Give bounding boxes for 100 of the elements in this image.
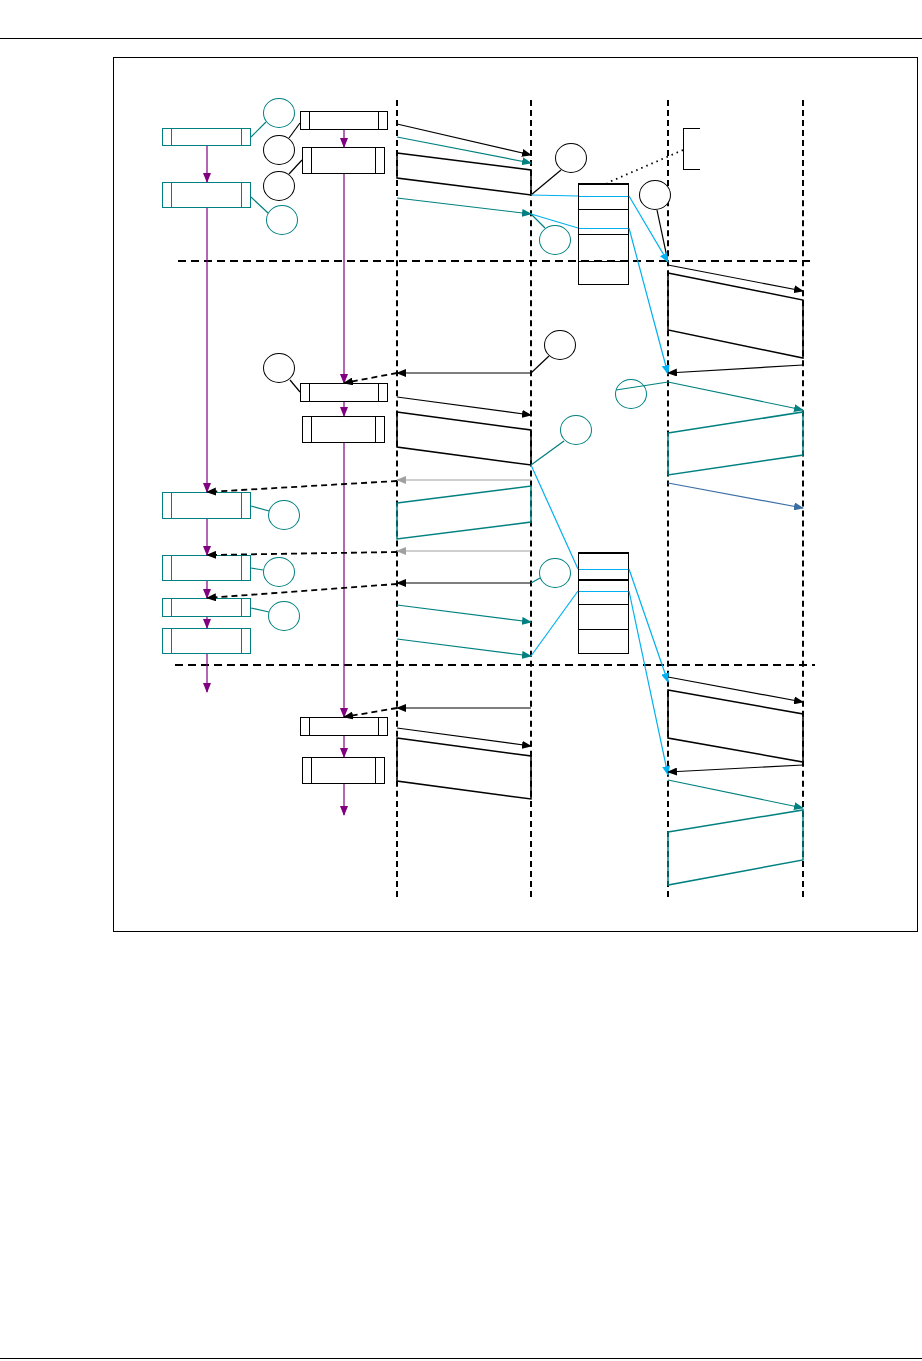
leader-line — [530, 194, 579, 197]
arrow — [206, 583, 398, 602]
arrow — [628, 590, 671, 776]
arrow — [203, 616, 211, 629]
leader-line — [530, 590, 579, 657]
leader-line — [530, 440, 565, 466]
leader-line — [530, 577, 541, 584]
data-block — [668, 810, 803, 885]
arrow — [203, 580, 211, 599]
arrow — [628, 568, 669, 683]
arrow — [667, 676, 804, 705]
leader-line — [250, 196, 269, 214]
callout-circle — [266, 205, 298, 235]
process-box — [162, 128, 251, 146]
arrow — [203, 518, 211, 556]
process-box — [300, 383, 388, 402]
lifeline — [396, 100, 398, 897]
data-block — [668, 690, 803, 762]
arrow — [340, 442, 348, 718]
arrow — [667, 764, 804, 776]
arrow — [667, 381, 804, 413]
arrow — [396, 123, 532, 157]
register-stack — [578, 552, 629, 654]
arrow — [396, 704, 532, 712]
arrow — [396, 369, 532, 377]
data-block — [668, 273, 803, 358]
arrow — [396, 476, 532, 484]
leader-line — [530, 464, 579, 570]
callout-circle — [268, 500, 300, 530]
data-block — [397, 153, 531, 195]
callout-circle — [263, 135, 295, 165]
process-box — [300, 717, 388, 736]
callout-circle — [555, 143, 587, 173]
callout-circle — [263, 98, 295, 128]
leader-line — [530, 169, 562, 196]
arrow — [206, 550, 398, 559]
callout-circle — [639, 180, 671, 210]
process-box — [162, 555, 251, 581]
callout-circle — [544, 330, 576, 360]
process-box — [302, 416, 385, 443]
arrow — [396, 547, 532, 555]
arrow — [667, 482, 804, 511]
leader-line — [615, 381, 669, 391]
arrow — [667, 364, 804, 377]
data-block — [397, 738, 531, 799]
arrow — [340, 783, 348, 816]
arrow — [396, 604, 532, 625]
arrow — [628, 227, 670, 375]
arrow — [343, 372, 398, 386]
arrow — [340, 173, 348, 384]
arrow — [396, 579, 532, 587]
callout-circle — [539, 558, 571, 588]
callout-circle — [263, 171, 295, 201]
leader-line — [530, 213, 579, 229]
leader-line — [250, 505, 270, 512]
arrow — [340, 401, 348, 417]
leader-line — [656, 209, 669, 263]
arrow — [396, 727, 532, 749]
bracket — [683, 128, 700, 170]
arrow — [396, 197, 532, 217]
lifeline — [802, 100, 804, 897]
arrow — [396, 396, 532, 418]
arrow — [203, 207, 211, 493]
arrow — [667, 264, 804, 294]
arrow — [340, 735, 348, 758]
leader-line — [289, 379, 301, 393]
register-stack — [578, 183, 629, 285]
arrow — [667, 779, 804, 811]
arrow — [396, 638, 532, 659]
leader-line — [530, 355, 550, 374]
leader-line — [250, 567, 264, 571]
lifeline — [530, 100, 532, 897]
data-block — [397, 412, 531, 465]
leader-line — [288, 159, 303, 175]
data-block — [397, 486, 531, 539]
process-box — [162, 492, 251, 519]
process-box — [300, 111, 388, 130]
process-box — [302, 757, 385, 784]
leader-line — [288, 122, 301, 139]
process-box — [162, 598, 251, 617]
arrow — [340, 129, 348, 148]
process-box — [162, 182, 251, 208]
leader-line — [250, 607, 270, 613]
process-box — [302, 147, 385, 174]
callout-circle — [560, 415, 592, 445]
callout-circle — [615, 379, 647, 409]
arrow — [628, 195, 669, 263]
callout-circle — [263, 353, 295, 383]
leader-line — [250, 121, 267, 138]
data-block — [668, 412, 803, 475]
arrow — [203, 653, 211, 693]
callout-circle — [268, 601, 300, 631]
arrow — [203, 145, 211, 183]
process-box — [162, 628, 251, 654]
callout-circle — [263, 557, 295, 587]
leader-line — [530, 213, 546, 229]
arrow — [396, 136, 532, 166]
arrow — [343, 707, 398, 720]
lifeline — [667, 100, 669, 897]
callout-circle — [539, 225, 571, 255]
